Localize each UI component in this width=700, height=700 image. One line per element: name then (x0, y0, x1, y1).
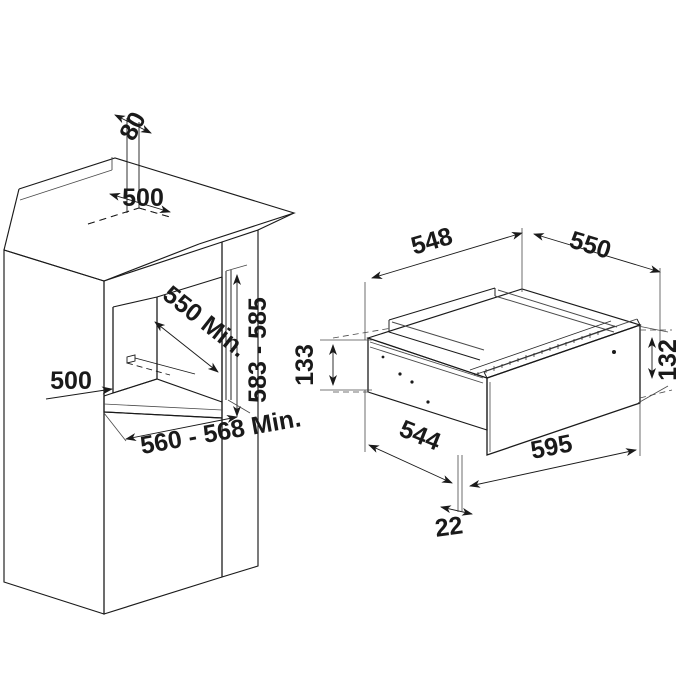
dim-550-min (154, 321, 219, 373)
dim-548 (364, 228, 523, 340)
dim-133-leader (332, 327, 393, 393)
dim-133 (320, 339, 372, 391)
dim-label-595: 595 (528, 429, 574, 464)
cabinet-top-surface (3, 157, 296, 282)
niche-right-stile (225, 270, 232, 400)
dim-595 (469, 404, 641, 488)
dim-544 (364, 390, 453, 484)
dim-side-500 (45, 386, 113, 400)
right-view-group (320, 228, 673, 516)
dim-label-544: 544 (395, 415, 444, 457)
dim-label-560-568: 560 - 568 Min. (138, 404, 303, 460)
appliance-top-lid-panels (388, 287, 618, 361)
niche-opening (103, 276, 223, 419)
appliance-vent-strip (469, 320, 616, 376)
dim-22 (440, 455, 473, 516)
dim-label-side-500: 500 (50, 367, 92, 395)
dim-label-133: 133 (291, 344, 319, 386)
dim-label-22: 22 (433, 511, 464, 543)
dim-top-500-ext (87, 207, 174, 225)
cabinet-outer-panel (3, 249, 105, 615)
dim-label-550: 550 (566, 226, 614, 265)
left-view-labels: 80 500 550 Min. 500 583 - 585 560 - 568 … (50, 107, 303, 460)
appliance-front-top-trim (483, 318, 641, 379)
left-view-group (3, 114, 296, 615)
cabinet-top-plane-extension (19, 157, 113, 201)
dim-label-132: 132 (654, 339, 682, 381)
dim-label-550-min: 550 Min. (157, 280, 252, 363)
dim-label-80: 80 (114, 107, 152, 145)
dim-560-568 (103, 412, 238, 442)
dim-top-500 (109, 193, 171, 213)
dim-132-leader (639, 329, 673, 399)
dim-label-583-585: 583 - 585 (244, 297, 272, 403)
cabinet-right-face (221, 229, 259, 578)
niche-shelf-detail (126, 354, 196, 376)
dim-583-585 (225, 264, 251, 417)
appliance-side-rail (369, 341, 484, 384)
dim-label-top-500: 500 (122, 184, 164, 212)
appliance-screw-holes (381, 350, 616, 404)
